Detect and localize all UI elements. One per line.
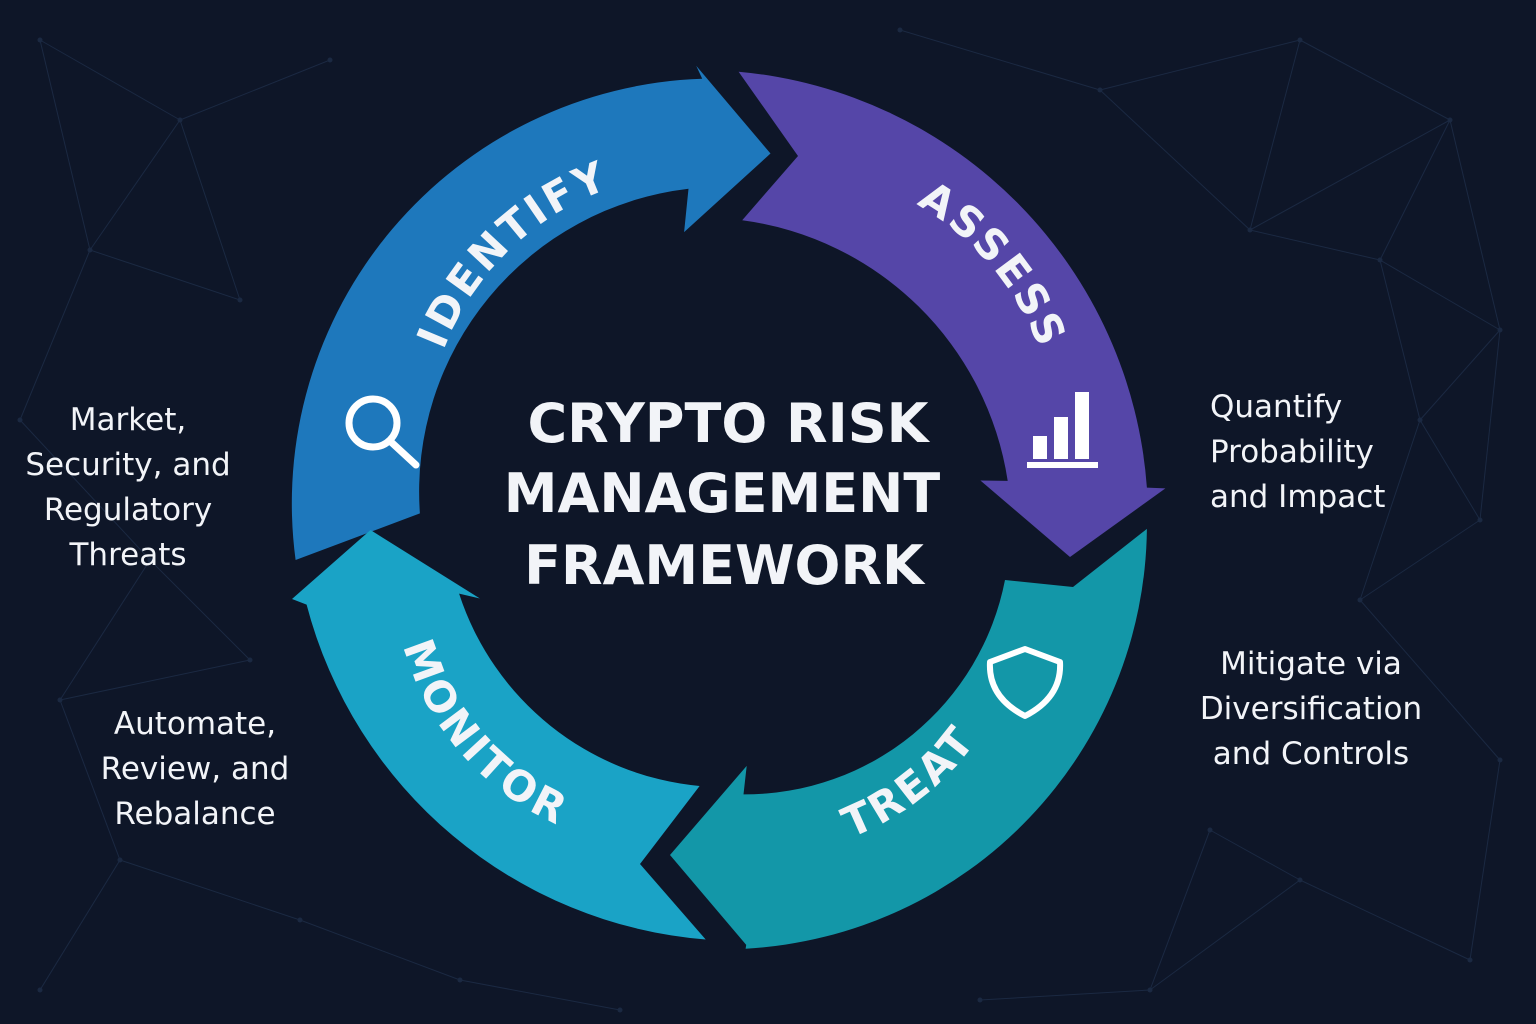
network-line [1359,519,1481,601]
title-line-1: CRYPTO RISK [528,392,931,455]
network-node [1377,257,1383,263]
network-line [179,59,331,121]
network-node [1417,417,1423,423]
network-line [89,119,181,251]
bar-chart-icon [1027,392,1098,468]
monitor-description: Automate, Review, and Rebalance [100,706,290,832]
network-node [1477,517,1483,523]
network-node [57,697,63,703]
identify-description: Market, Security, and Regulatory Threats [25,402,231,573]
network-line [1359,419,1421,601]
monitor-arrow [292,530,706,940]
network-line [1479,329,1501,521]
network-line [1449,119,1501,331]
network-line [899,29,1101,91]
network-node [1247,227,1253,233]
network-node [37,987,43,993]
network-node [1497,757,1503,763]
network-line [59,659,251,701]
identify-arrow [291,65,771,561]
network-node [237,297,243,303]
network-line [39,859,121,991]
network-node [1497,327,1503,333]
network-node [1097,87,1103,93]
network-node [177,117,183,123]
network-node [977,997,983,1003]
network-line [1379,119,1451,261]
network-line [459,979,621,1011]
network-line [1149,879,1301,991]
network-line [119,859,301,921]
network-line [1379,259,1501,331]
network-node [457,977,463,983]
magnifier-icon [345,395,420,469]
network-node [117,857,123,863]
network-line [59,559,151,701]
network-line [179,119,241,301]
network-line [1469,759,1501,961]
network-line [1209,829,1301,881]
network-line [1299,39,1451,121]
network-node [1467,957,1473,963]
network-line [979,989,1151,1001]
network-line [149,559,251,661]
treat-description: Mitigate via Diversification and Control… [1199,646,1423,772]
network-node [1297,877,1303,883]
network-node [297,917,303,923]
network-node [1147,987,1153,993]
network-node [37,37,43,43]
network-line [1099,39,1301,91]
network-node [87,247,93,253]
network-line [39,39,181,121]
network-node [247,657,253,663]
network-node [327,57,333,63]
network-line [1249,39,1301,231]
network-line [39,39,91,251]
network-line [1299,879,1471,961]
network-line [89,249,241,301]
title-line-2: MANAGEMENT [504,462,941,525]
network-line [299,919,461,981]
network-line [1359,599,1501,761]
network-line [1249,119,1451,231]
network-node [1207,827,1213,833]
network-node [897,27,903,33]
network-line [19,249,91,421]
network-node [1297,37,1303,43]
diagram-title: CRYPTO RISK MANAGEMENT FRAMEWORK [504,392,941,597]
network-line [59,699,121,861]
shield-icon [986,646,1064,719]
network-node [1447,117,1453,123]
network-line [1379,259,1421,421]
network-line [1099,89,1251,231]
network-node [147,557,153,563]
network-line [1419,419,1481,521]
assess-description: Quantify Probability and Impact [1210,389,1386,515]
network-node [1357,597,1363,603]
network-line [19,419,151,561]
network-line [1419,329,1501,421]
network-line [1249,229,1381,261]
background-network [17,27,1503,1013]
treat-arrow [670,528,1147,949]
network-line [1149,829,1211,991]
network-node [17,417,23,423]
network-node [617,1007,623,1013]
title-line-3: FRAMEWORK [524,534,926,597]
